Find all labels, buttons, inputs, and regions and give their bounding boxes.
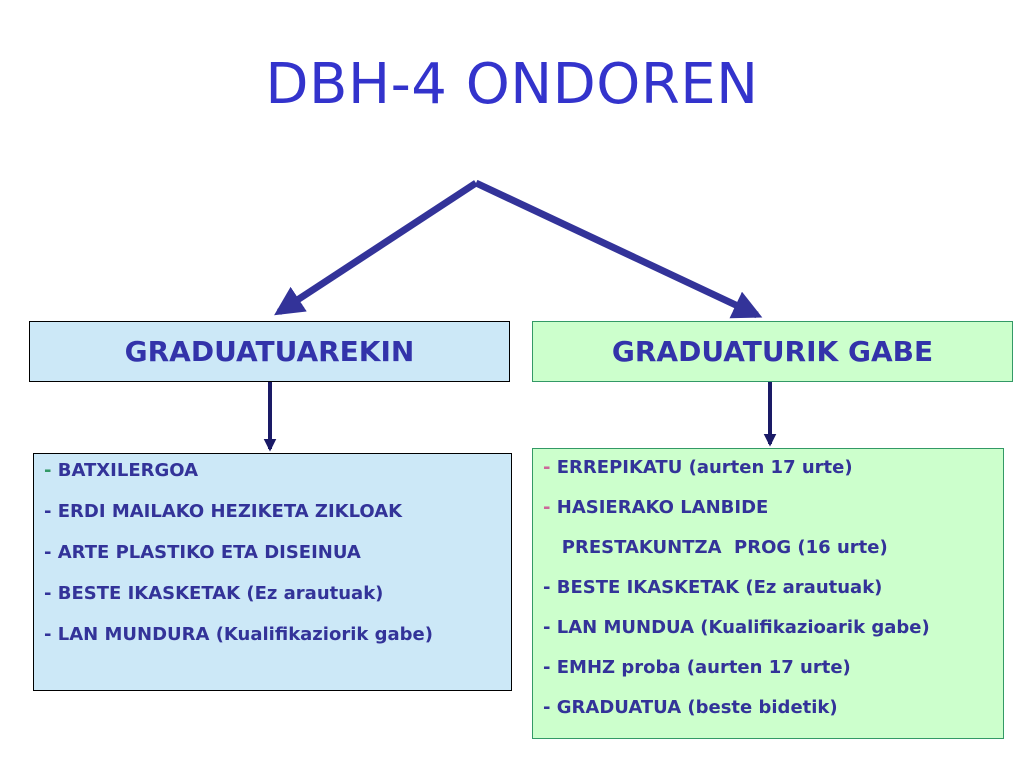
list-item: PRESTAKUNTZA PROG (16 urte) (543, 537, 888, 558)
list-item: - ARTE PLASTIKO ETA DISEINUA (44, 542, 361, 563)
not-graduated-heading: GRADUATURIK GABE (611, 335, 934, 368)
list-item: - HASIERAKO LANBIDE (543, 497, 769, 518)
page-title: DBH-4 ONDOREN (265, 52, 759, 117)
graduated-heading: GRADUATUAREKIN (124, 335, 415, 368)
list-item: - LAN MUNDUA (Kualifikazioarik gabe) (543, 617, 930, 638)
list-item: - LAN MUNDURA (Kualifikaziorik gabe) (44, 624, 433, 645)
graduated-heading-box: GRADUATUAREKIN (29, 321, 510, 382)
list-item: - ERREPIKATU (aurten 17 urte) (543, 457, 853, 478)
arrow-to-left-heading (274, 180, 478, 316)
graduated-options-list: - BATXILERGOA - ERDI MAILAKO HEZIKETA ZI… (33, 453, 512, 691)
list-item: - EMHZ proba (aurten 17 urte) (543, 657, 851, 678)
list-item: - ERDI MAILAKO HEZIKETA ZIKLOAK (44, 501, 403, 522)
list-item: - BATXILERGOA (44, 460, 199, 481)
not-graduated-options-list: - ERREPIKATU (aurten 17 urte) - HASIERAK… (532, 448, 1004, 739)
arrow-to-right-heading (474, 179, 763, 319)
not-graduated-heading-box: GRADUATURIK GABE (532, 321, 1013, 382)
list-item: - BESTE IKASKETAK (Ez arautuak) (543, 577, 883, 598)
list-item: - GRADUATUA (beste bidetik) (543, 697, 838, 718)
list-item: - BESTE IKASKETAK (Ez arautuak) (44, 583, 384, 604)
